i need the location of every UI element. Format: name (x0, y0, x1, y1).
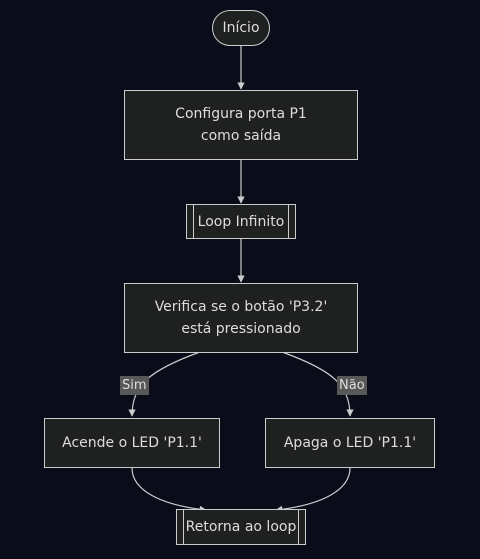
led-on-node: Acende o LED 'P1.1' (44, 418, 220, 468)
return-label: Retorna ao loop (185, 519, 297, 535)
check-label: Verifica se o botão 'P3.2' está pression… (154, 299, 328, 337)
edge-off-return (275, 467, 351, 513)
loop-node: Loop Infinito (186, 204, 296, 239)
start-label: Início (222, 20, 260, 36)
return-node: Retorna ao loop (176, 509, 306, 545)
configure-label: Configura porta P1 como saída (175, 106, 307, 144)
check-node: Verifica se o botão 'P3.2' está pression… (124, 283, 358, 353)
led-off-node: Apaga o LED 'P1.1' (265, 418, 435, 468)
edge-check-off (281, 351, 354, 417)
start-node: Início (212, 10, 270, 46)
led-off-label: Apaga o LED 'P1.1' (283, 435, 417, 451)
led-on-label: Acende o LED 'P1.1' (62, 435, 202, 451)
edge-label-no: Não (337, 376, 367, 395)
configure-node: Configura porta P1 como saída (124, 90, 358, 160)
edge-label-yes: Sim (120, 376, 149, 395)
edge-on-return (131, 467, 207, 513)
loop-label: Loop Infinito (197, 213, 285, 230)
